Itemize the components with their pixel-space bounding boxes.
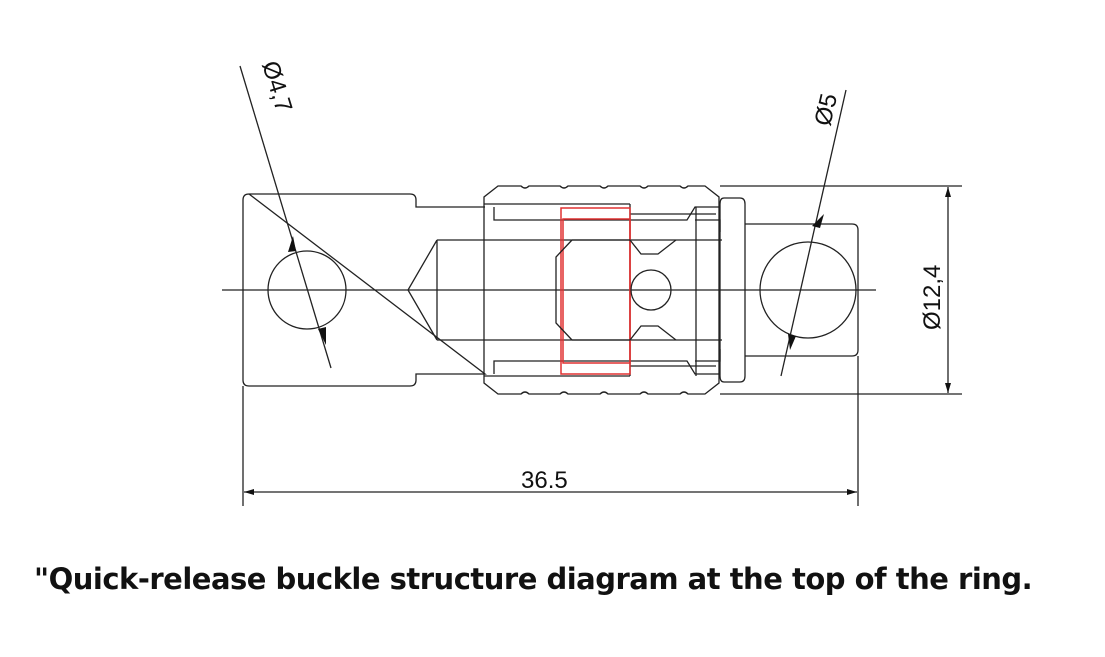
- left-hole: [267, 250, 347, 330]
- latch-body: [555, 239, 677, 341]
- right-hole-arrow-top: [812, 214, 824, 228]
- latch-hole: [630, 269, 672, 311]
- highlight-inner: [562, 218, 631, 364]
- left-hole-arrow-bottom: [318, 327, 326, 345]
- left-hole-leader: [239, 65, 332, 369]
- right-collar: [719, 197, 746, 383]
- highlight-outer: [560, 207, 631, 375]
- left-hole-arrow-top: [288, 236, 296, 252]
- length-dimension-label: 36.5: [521, 467, 568, 494]
- right-tab: [745, 223, 859, 357]
- left-hole-diameter-label: Ø4,7: [256, 58, 297, 116]
- barrel: [483, 185, 720, 395]
- height-dimension-label: Ø12,4: [919, 265, 946, 330]
- left-tab: [242, 193, 487, 387]
- right-collar-lines: [630, 213, 716, 367]
- right-hole-leader: [780, 89, 847, 377]
- right-hole: [759, 241, 857, 339]
- caption: "Quick-release buckle structure diagram …: [34, 562, 1033, 596]
- right-hole-arrow-bottom: [788, 334, 796, 350]
